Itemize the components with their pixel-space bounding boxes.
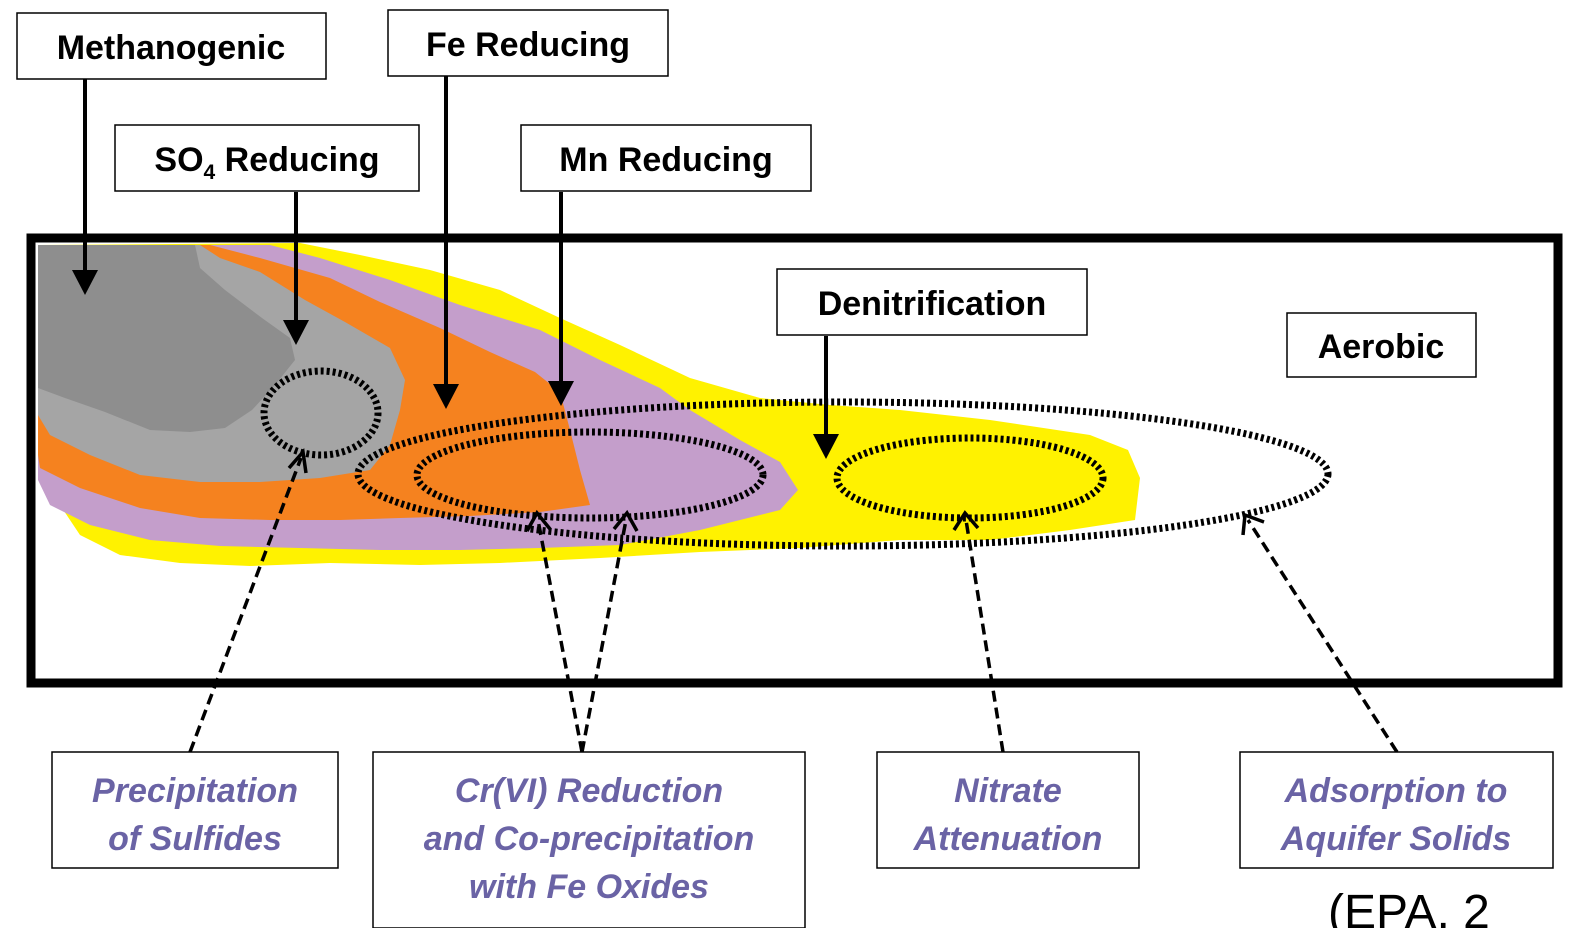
sulfides-arrow [188, 457, 303, 753]
cr-reduction-arrowhead-right [612, 509, 639, 532]
mn-reducing-label-box: Mn Reducing [520, 124, 812, 192]
methanogenic-arrowhead [72, 270, 98, 295]
aquifer-boundary [26, 233, 1563, 688]
sulfides-label-line-2: of Sulfides [108, 820, 282, 858]
fe-reducing-arrowhead [433, 384, 459, 409]
fe-reducing-label: Fe Reducing [426, 26, 630, 64]
dark-gray-methanogenic-zone [38, 245, 295, 432]
denitrification-arrowhead [813, 434, 839, 459]
adsorption-label-line-2: Aquifer Solids [1280, 820, 1511, 858]
citation: (EPA, 2 [1328, 886, 1490, 928]
so4-reducing-label: SO4 Reducing [154, 141, 379, 184]
mn-reducing-arrowhead [548, 381, 574, 406]
adsorption-label-box: Adsorption to Aquifer Solids [1239, 751, 1554, 869]
nitrate-label-line-2: Attenuation [913, 820, 1103, 858]
cr-reduction-arrow-right [580, 519, 628, 753]
denitrification-label: Denitrification [818, 285, 1047, 323]
cr-reduction-label-line-2: and Co-precipitation [424, 820, 755, 858]
adsorption-label-line-1: Adsorption to [1284, 772, 1508, 810]
cr-reduction-label-line-1: Cr(VI) Reduction [455, 772, 723, 810]
cr-reduction-arrow-left [536, 519, 584, 753]
process-arrowheads [287, 447, 1265, 536]
aerobic-label-box: Aerobic [1286, 312, 1477, 378]
adsorption-arrowhead [1241, 512, 1265, 536]
adsorption-outer-ellipse [354, 398, 1332, 550]
fe-reducing-label-box: Fe Reducing [387, 9, 669, 77]
cr-reduction-arrowhead-left [525, 509, 552, 532]
zone-labels: Methanogenic Fe Reducing SO4 Reducing Mn… [16, 9, 1477, 378]
methanogenic-label-box: Methanogenic [16, 12, 327, 80]
nitrate-arrow [964, 519, 1005, 753]
methanogenic-label: Methanogenic [57, 29, 286, 67]
cr-reduction-label-line-3: with Fe Oxides [469, 868, 709, 906]
cr-reduction-ellipse [413, 428, 767, 522]
so4-reducing-arrowhead [283, 320, 309, 345]
sulfides-label-line-1: Precipitation [92, 772, 298, 810]
adsorption-arrow [1246, 519, 1399, 753]
process-arrows [188, 457, 1399, 753]
nitrate-label-box: Nitrate Attenuation [876, 751, 1140, 869]
cr-reduction-label-box: Cr(VI) Reduction and Co-precipitation wi… [372, 751, 806, 928]
sulfides-label-box: Precipitation of Sulfides [51, 751, 339, 869]
denitrification-label-box: Denitrification [776, 268, 1088, 336]
sulfide-precipitation-ellipse [260, 367, 382, 459]
zone-arrows [72, 76, 839, 459]
nitrate-label-line-1: Nitrate [954, 772, 1062, 810]
plume-zones [38, 243, 1140, 566]
process-labels: Precipitation of Sulfides Cr(VI) Reducti… [51, 751, 1554, 928]
mn-reducing-label: Mn Reducing [559, 141, 772, 179]
aerobic-label: Aerobic [1318, 328, 1445, 366]
so4-reducing-label-box: SO4 Reducing [114, 124, 420, 192]
sulfides-arrowhead [287, 447, 308, 474]
nitrate-arrowhead [952, 510, 980, 531]
